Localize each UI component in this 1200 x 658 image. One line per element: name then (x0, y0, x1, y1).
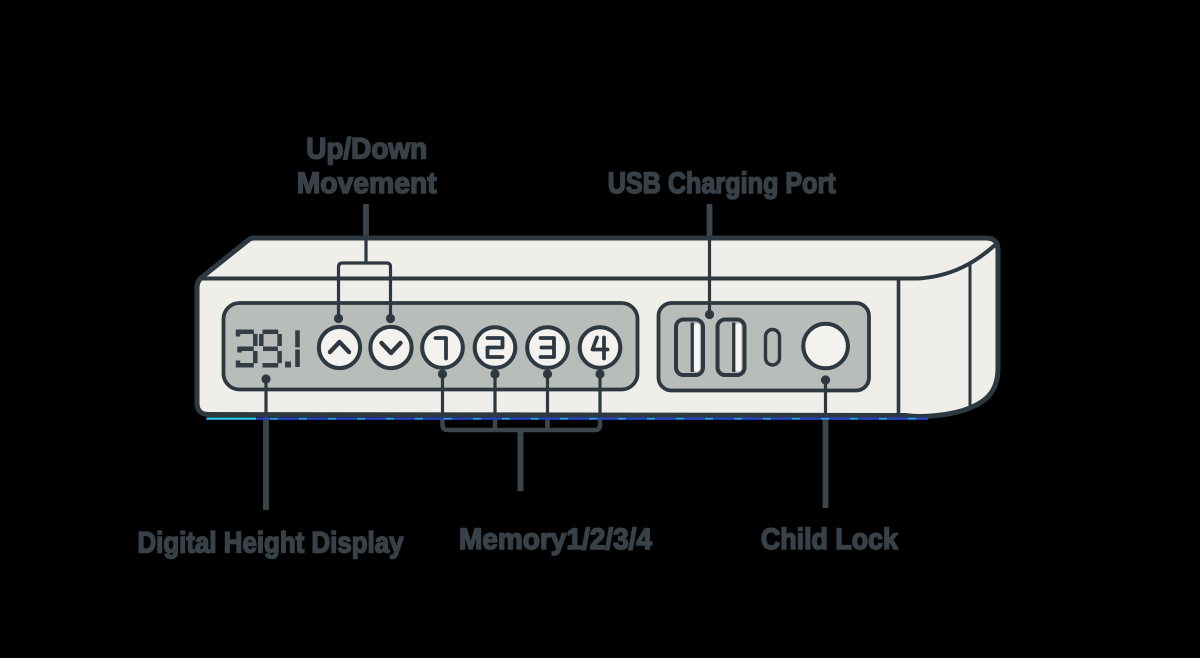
svg-text:USB Charging Port: USB Charging Port (608, 167, 836, 200)
svg-text:Up/Down: Up/Down (306, 132, 427, 165)
svg-text:Memory1/2/3/4: Memory1/2/3/4 (459, 523, 652, 556)
svg-text:Digital Height Display: Digital Height Display (138, 527, 404, 560)
svg-text:Child Lock: Child Lock (761, 523, 898, 556)
svg-text:Movement: Movement (297, 167, 437, 200)
